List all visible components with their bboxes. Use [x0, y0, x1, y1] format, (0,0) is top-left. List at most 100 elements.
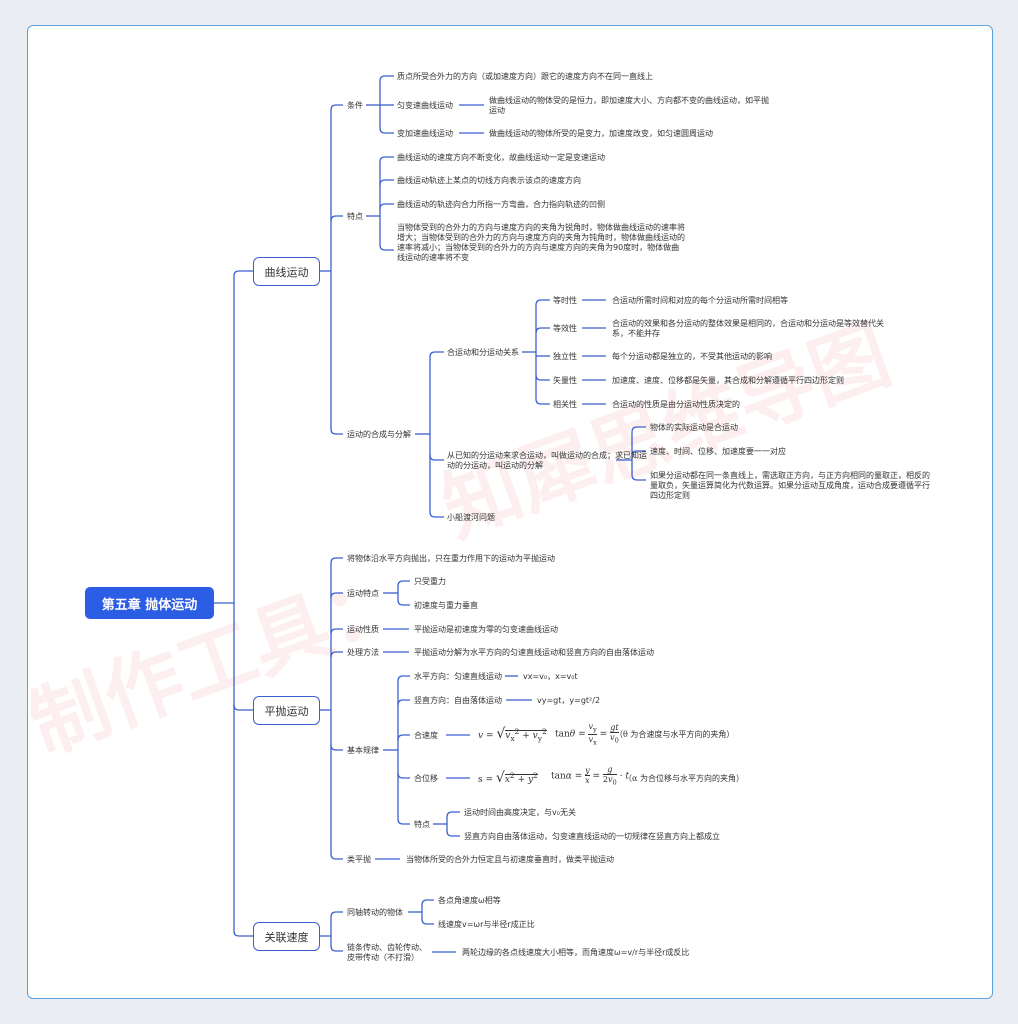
node-uniform-curve: 匀变速曲线运动	[397, 101, 453, 110]
connector	[397, 580, 410, 587]
connector	[379, 156, 394, 163]
node-composition: 运动的合成与分解	[347, 430, 411, 439]
node-law-pt1: 运动时间由高度决定，与v₀无关	[464, 808, 576, 817]
connector	[379, 127, 394, 134]
node-law-cv: 合速度	[414, 731, 438, 740]
connector	[330, 911, 343, 918]
connector	[330, 853, 343, 860]
connector	[330, 428, 343, 435]
node-nature: 运动性质	[347, 625, 379, 634]
node-variable-curve-desc: 做曲线运动的物体所受的是变力，加速度改变，如匀速圆周运动	[489, 129, 713, 138]
connector	[397, 734, 410, 741]
node-law-h: 水平方向：匀速直线运动	[414, 672, 502, 681]
connector	[330, 592, 343, 599]
connector	[330, 215, 343, 222]
node-feature-2: 曲线运动轨迹上某点的切线方向表示该点的速度方向	[397, 176, 581, 185]
connector	[535, 327, 550, 334]
connector	[421, 899, 434, 906]
node-rel-k2: 独立性	[553, 352, 577, 361]
connector	[233, 270, 253, 277]
node-feature-4: 当物体受到的合外力的方向与速度方向的夹角为锐角时，物体做曲线运动的速率将增大；当…	[397, 223, 685, 262]
node-mf-b: 初速度与重力垂直	[414, 601, 478, 610]
connector	[535, 299, 550, 306]
node-law-pt: 特点	[414, 820, 430, 829]
node-rel-k4: 相关性	[553, 400, 577, 409]
node-rel-v0: 合运动所需时间和对应的每个分运动所需时间相等	[612, 296, 788, 305]
branch-related-velocity[interactable]: 关联速度	[253, 922, 320, 951]
connector	[429, 454, 444, 461]
connector	[397, 599, 410, 606]
node-chain-v: 两轮边缘的各点线速度大小相等，而角速度ω=v/r与半径r成反比	[462, 948, 690, 957]
node-known: 从已知的分运动来求合运动，叫做运动的合成；求已知运动的分运动，叫运动的分解	[447, 451, 647, 470]
note-velocity-angle: （θ 为合速度与水平方向的夹角）	[615, 730, 735, 739]
canvas-frame	[27, 25, 993, 999]
node-similar: 类平抛	[347, 855, 371, 864]
connector	[429, 351, 444, 358]
node-method-v: 平抛运动分解为水平方向的匀速直线运动和竖直方向的自由落体运动	[414, 648, 654, 657]
formula-velocity: v = √vx2 + vy2	[478, 726, 547, 743]
node-law-cd: 合位移	[414, 774, 438, 783]
node-law: 基本规律	[347, 746, 379, 755]
node-rel-v1: 合运动的效果和各分运动的整体效果是相同的，合运动和分运动是等效替代关系，不能并存	[612, 319, 884, 338]
node-known-3: 如果分运动都在同一条直线上，需选取正方向，与正方向相同的量取正，相反的量取负，矢…	[650, 471, 930, 500]
node-rel-k1: 等效性	[553, 324, 577, 333]
node-law-pt2: 竖直方向自由落体运动，匀变速直线运动的一切规律在竖直方向上都成立	[464, 832, 720, 841]
connector	[397, 818, 410, 825]
node-similar-v: 当物体所受的合外力恒定且与初速度垂直时，做类平抛运动	[406, 855, 614, 864]
node-rel-k3: 矢量性	[553, 376, 577, 385]
node-law-hv: vx=v₀，x=v₀t	[523, 672, 578, 681]
node-rel-k0: 等时性	[553, 296, 577, 305]
node-rel-v2: 每个分运动都是独立的，不受其他运动的影响	[612, 352, 772, 361]
node-feature-1: 曲线运动的速度方向不断变化，故曲线运动一定是变速运动	[397, 153, 605, 162]
connector	[330, 628, 343, 635]
node-relation: 合运动和分运动关系	[447, 348, 519, 357]
connector	[429, 511, 444, 518]
note-displacement-angle: （α 为合位移与水平方向的夹角）	[624, 774, 744, 783]
node-uniform-curve-desc: 做曲线运动的物体受的是恒力，即加速度大小、方向都不变的曲线运动，如平抛运动	[489, 96, 769, 115]
node-known-2: 速度、时间、位移、加速度要一一对应	[650, 447, 786, 456]
connector	[379, 75, 394, 82]
node-condition: 条件	[347, 101, 363, 110]
connector	[446, 811, 460, 818]
node-feature-3: 曲线运动的轨迹向合力所指一方弯曲，合力指向轨迹的凹侧	[397, 200, 605, 209]
connector	[330, 651, 343, 658]
node-boat: 小船渡河问题	[447, 513, 495, 522]
node-features: 特点	[347, 212, 363, 221]
node-mf-a: 只受重力	[414, 577, 446, 586]
connector	[397, 772, 410, 779]
connector	[379, 203, 394, 210]
connector	[330, 557, 343, 564]
connector	[397, 675, 410, 682]
connector	[446, 830, 460, 837]
connector	[330, 945, 343, 952]
connector	[233, 704, 253, 711]
node-method: 处理方法	[347, 648, 379, 657]
formula-displacement: s = √x2 + y2	[478, 770, 538, 786]
connector	[379, 179, 394, 186]
branch-projectile-motion[interactable]: 平抛运动	[253, 696, 320, 725]
node-motion-feature: 运动特点	[347, 589, 379, 598]
node-rel-v4: 合运动的性质是由分运动性质决定的	[612, 400, 740, 409]
connector	[421, 918, 434, 925]
connector	[535, 374, 550, 381]
node-proj-def: 将物体沿水平方向抛出，只在重力作用下的运动为平抛运动	[347, 554, 555, 563]
connector	[233, 930, 253, 937]
node-rel-v3: 加速度、速度、位移都是矢量，其合成和分解遵循平行四边形定则	[612, 376, 844, 385]
node-variable-curve: 变加速曲线运动	[397, 129, 453, 138]
connector	[379, 244, 394, 251]
connector	[330, 104, 343, 111]
node-chain: 链条传动、齿轮传动、皮带传动（不打滑）	[347, 943, 427, 962]
connector	[535, 398, 550, 405]
connector	[631, 474, 646, 481]
node-coaxial: 同轴转动的物体	[347, 908, 403, 917]
node-known-1: 物体的实际运动是合运动	[650, 423, 738, 432]
connector	[397, 699, 410, 706]
branch-curve-motion[interactable]: 曲线运动	[253, 257, 320, 286]
node-coaxial-a: 各点角速度ω相等	[438, 896, 501, 905]
root-node[interactable]: 第五章 抛体运动	[85, 587, 214, 619]
node-nature-v: 平抛运动是初速度为零的匀变速曲线运动	[414, 625, 558, 634]
node-law-v: 竖直方向：自由落体运动	[414, 696, 502, 705]
node-condition-1: 质点所受合外力的方向（或加速度方向）跟它的速度方向不在同一直线上	[397, 72, 653, 81]
